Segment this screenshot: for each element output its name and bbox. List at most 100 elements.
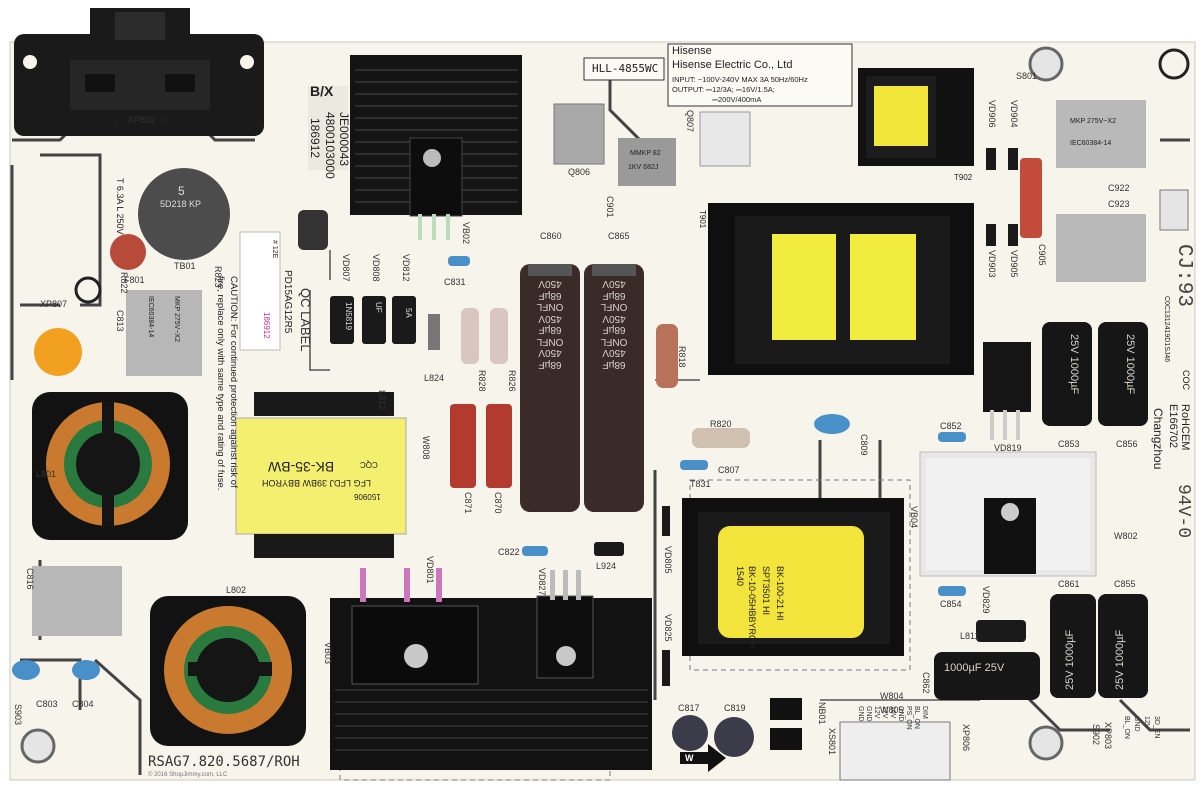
cap-25v-5 [934, 652, 1040, 700]
diode-l924 [594, 542, 624, 556]
heatsink-top [350, 55, 522, 240]
diodes-row [330, 296, 416, 344]
caution-line2: fire, replace only with same type and ra… [215, 276, 226, 491]
ntc-thermistor [110, 234, 146, 270]
ref-nb01: NB01 [817, 702, 827, 725]
ref-vd812: VD812 [401, 254, 411, 282]
ref-c905: C905 [1037, 244, 1047, 266]
pin-label-6: PS_ON [905, 706, 912, 730]
ref-vd904: VD904 [1009, 100, 1019, 128]
w-arrow-label: W [685, 753, 694, 763]
sticker-pd: PD15AG12R5 [282, 270, 293, 334]
bk35-code: 150906 [354, 492, 381, 501]
mounting-hole-5 [1158, 48, 1190, 80]
heatsink-aluminium [919, 451, 1097, 577]
red-film-cap-1 [450, 404, 476, 488]
diode-l811 [976, 620, 1026, 642]
ref-c923: C923 [1108, 199, 1130, 209]
ref-c813: C813 [115, 310, 125, 332]
vdr-number: 5 [178, 184, 185, 198]
pin-label-1: GND [865, 706, 872, 722]
x2-cap-right-top [1056, 100, 1146, 168]
tbig-code: 1540 [735, 566, 745, 587]
ref-vd805: VD805 [663, 546, 673, 574]
cap25-4-text: 25V 1000µF [1114, 629, 1126, 690]
caution-line1: CAUTION: For continued protection agains… [228, 276, 239, 488]
cap25-2-text: 25V 1000µF [1124, 334, 1136, 395]
diode-vd906 [986, 148, 996, 170]
connector-xp806 [839, 721, 951, 781]
x2-label-1: MKP 275V~X2 [173, 296, 180, 342]
ref-vd906: VD906 [987, 100, 997, 128]
ref-q806: Q806 [568, 167, 591, 177]
part-number: HLL-4855WC [592, 62, 659, 75]
mounting-hole-3 [1028, 725, 1064, 761]
varistor [138, 168, 230, 260]
cert-number: C0C1312419D1SJ46 [1163, 296, 1170, 363]
ref-r826: R826 [507, 370, 517, 392]
sticker-barcode [308, 86, 348, 170]
tbig-line2: SPT3501 HI [761, 566, 771, 616]
ref-vd829: VD829 [981, 586, 991, 614]
ic-nb01 [770, 698, 802, 720]
cap-25v-1 [1042, 322, 1092, 426]
qc-label: QC LABEL [298, 288, 313, 352]
ref-c807: C807 [718, 465, 740, 475]
resistor-r820 [692, 428, 750, 448]
bk35-line2: LFG LFDJ 39BW BBYROH [262, 478, 372, 488]
ref-vb03: VB03 [323, 642, 333, 665]
pin-label-r3: 3D_EN [1153, 716, 1160, 739]
t902-label: T902 [954, 173, 973, 182]
mounting-hole-4 [1028, 46, 1064, 82]
resistor-2 [490, 308, 508, 364]
arrow-w [680, 744, 726, 772]
ref-vb02: VB02 [461, 222, 471, 245]
ref-c804: C804 [72, 699, 94, 709]
pin-label-3: 12V [881, 706, 888, 719]
ref-tb01: TB01 [174, 261, 196, 271]
ref-c860: C860 [540, 231, 562, 241]
cap-25v-3 [1050, 594, 1096, 698]
diode-vd904 [1008, 148, 1018, 170]
sticker-sn: 186912 [262, 312, 271, 339]
ref-c862: C862 [921, 672, 931, 694]
pin-label-5: GND [897, 706, 904, 722]
ref-c901: C901 [605, 196, 615, 218]
cap-450v-b [584, 264, 644, 512]
metal-part-q806 [553, 103, 605, 165]
ic-nb02 [770, 728, 802, 750]
ref-vb04: VB04 [909, 506, 919, 529]
ref-c852: C852 [940, 421, 962, 431]
pin-label-4: 16V [889, 706, 896, 719]
ref-vd801: VD801 [425, 556, 435, 584]
ref-vd819: VD819 [994, 443, 1022, 453]
cap-c817 [672, 715, 708, 751]
resistor-r818 [656, 324, 678, 388]
cap-25v-2 [1098, 322, 1148, 426]
diode-mark-1: 1N5819 [344, 302, 353, 331]
mounting-hole-2 [20, 728, 56, 764]
ref-r823: R823 [213, 266, 223, 288]
transformer-bottom [682, 498, 904, 656]
ref-s903: S903 [13, 704, 23, 726]
transformer-main [708, 203, 974, 375]
ref-c822: C822 [498, 547, 520, 557]
yellow-cap [34, 328, 82, 376]
ref-xp803: XP803 [1103, 722, 1113, 750]
ref-c831: C831 [444, 277, 466, 287]
ref-w802: W802 [1114, 531, 1138, 541]
ref-xp807: XP807 [40, 299, 68, 309]
pin-label-8: DIM [921, 706, 928, 719]
cj-marking: CJ:93 [1172, 244, 1195, 308]
ref-f801: F801 [124, 275, 145, 285]
ref-s801: S801 [1016, 71, 1038, 81]
code-94v0: 94V-0 [1173, 484, 1193, 539]
pin-label-r0: BL_ON [1123, 716, 1130, 739]
x2-label-2: IEC60384-14 [147, 296, 154, 338]
label-brand: Hisense [672, 45, 712, 57]
rohcem: RoHCEM [1179, 404, 1191, 451]
ln-right: N [160, 115, 169, 129]
ref-c855: C855 [1114, 579, 1136, 589]
